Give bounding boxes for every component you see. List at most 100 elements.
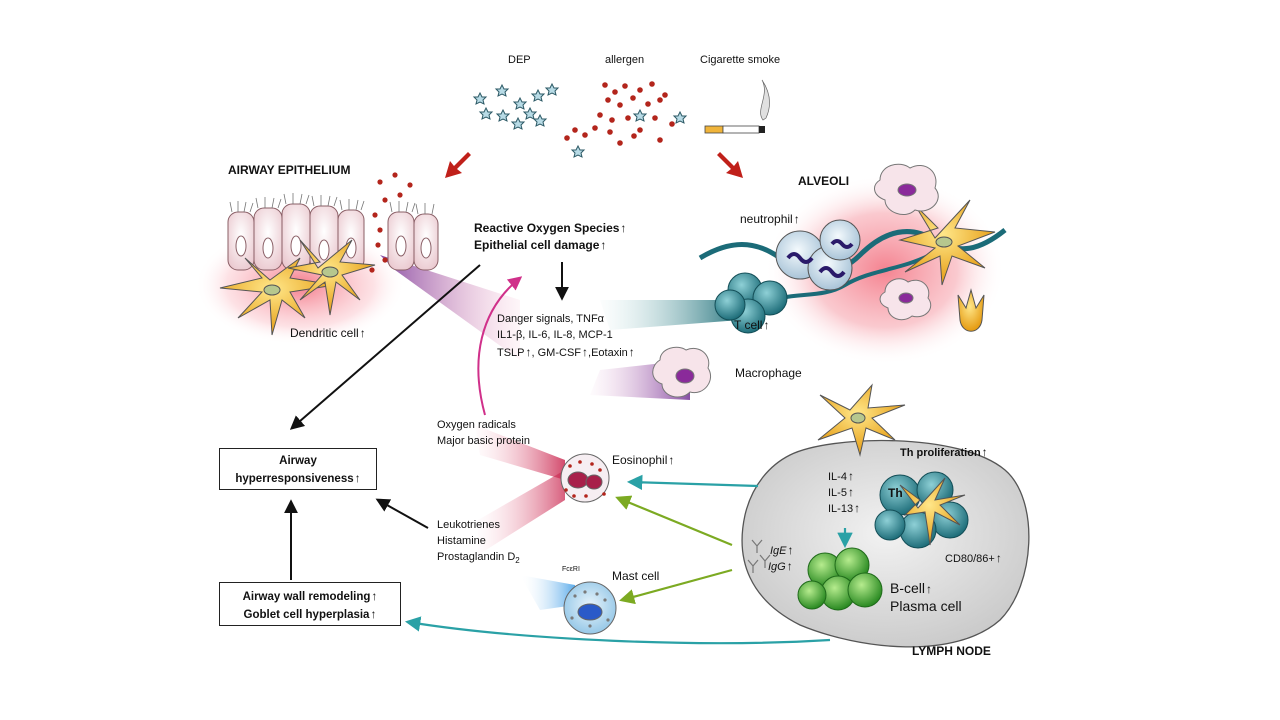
mast-cell-granules [570, 590, 610, 628]
th-proliferation-label: Th proliferation [900, 445, 988, 461]
dendritic-text: Dendritic cell [290, 326, 359, 340]
allergen-particles [564, 81, 675, 146]
particles-entering-airway [369, 172, 413, 273]
macrophage-cell [652, 346, 712, 398]
epithelium-signal-beam [380, 255, 520, 360]
prostaglandin-label: Prostaglandin D2 [437, 551, 520, 566]
lymph-dendritic-cell [817, 383, 906, 457]
green-arrows [615, 495, 733, 605]
b-cell-label: B-cell [890, 580, 932, 598]
macrophage-label: Macrophage [735, 366, 802, 380]
alveoli-title: ALVEOLI [798, 174, 850, 188]
oxygen-radicals-label: Oxygen radicals [437, 419, 516, 431]
danger-signals-line3: TSLP , GM-CSF ,Eotaxin [497, 345, 635, 361]
eosinophil-text: Eosinophil [612, 453, 668, 467]
damage-text: Epithelial cell damage [474, 238, 600, 252]
igg-label: IgG [768, 559, 793, 575]
remodel-line2: Goblet cell hyperplasia [226, 606, 394, 624]
magenta-feedback-arrow [477, 276, 523, 416]
lymph-node-title: LYMPH NODE [912, 644, 991, 658]
up-arrow-icon [847, 487, 854, 499]
plasma-cell-label: Plasma cell [890, 598, 962, 614]
alveolar-macrophages [874, 163, 939, 321]
up-arrow-icon [599, 238, 606, 252]
up-arrow-icon [786, 561, 793, 573]
epithelial-damage-label: Epithelial cell damage [474, 238, 606, 253]
th-label: Th [888, 486, 903, 500]
tslp-text: TSLP [497, 347, 525, 359]
prostaglandin-text: Prostaglandin D [437, 551, 516, 563]
il5-label: IL-5 [828, 485, 854, 501]
t-cells [714, 272, 788, 334]
igg-text: IgG [768, 561, 786, 573]
leukotrienes-label: Leukotrienes [437, 519, 500, 531]
up-arrow-icon [847, 471, 854, 483]
up-arrow-icon [581, 347, 588, 359]
b-cell-cluster [797, 547, 883, 611]
airway-remodeling-box: Airway wall remodeling Goblet cell hyper… [219, 582, 401, 626]
il13-text: IL-13 [828, 503, 854, 515]
major-basic-protein-label: Major basic protein [437, 435, 530, 447]
gmcsf-text: , GM-CSF [531, 347, 582, 359]
mast-cell-beam [520, 575, 575, 610]
eosinophil-granules [564, 460, 606, 498]
ahr-line2: hyperresponsiveness [226, 470, 370, 488]
teal-arrows [404, 474, 853, 645]
ahr-text: hyperresponsiveness [235, 472, 354, 485]
eosinophil-label: Eosinophil [612, 453, 674, 468]
cigarette-icon [704, 79, 770, 134]
up-arrow-icon [995, 553, 1002, 565]
airway-hyperresponsiveness-box: Airway hyperresponsiveness [219, 448, 377, 490]
up-arrow-icon [369, 609, 376, 621]
neutrophil-text: neutrophil [740, 212, 793, 226]
cd80-text: CD80/86+ [945, 553, 995, 565]
tcell-signal-beam [600, 300, 740, 330]
neutrophils [775, 219, 861, 291]
eotaxin-text: ,Eotaxin [588, 347, 628, 359]
histamine-label: Histamine [437, 535, 486, 547]
up-arrow-icon [793, 212, 800, 226]
prostaglandin-subscript: 2 [515, 556, 520, 566]
ros-label: Reactive Oxygen Species [474, 221, 626, 236]
il4-label: IL-4 [828, 469, 854, 485]
cigarette-smoke-label: Cigarette smoke [700, 54, 781, 66]
up-arrow-icon [787, 545, 794, 557]
up-arrow-icon [370, 591, 377, 603]
ros-text: Reactive Oxygen Species [474, 221, 620, 235]
ige-text: IgE [770, 545, 787, 557]
eosinophil-leuko-beam [478, 470, 565, 555]
up-arrow-icon [525, 347, 532, 359]
ige-label: IgE [770, 543, 794, 559]
eosinophil-mediator-beam [475, 425, 565, 480]
up-arrow-icon [853, 503, 860, 515]
dendritic-cells [219, 239, 376, 336]
mast-cell-label: Mast cell [612, 569, 660, 583]
red-arrows [445, 152, 743, 178]
danger-signals-line1: Danger signals, TNFα [497, 313, 605, 325]
black-arrows [284, 262, 569, 580]
t-cell-text: T cell [734, 318, 763, 332]
allergen-label: allergen [605, 54, 645, 66]
cd80-label: CD80/86+ [945, 551, 1002, 567]
up-arrow-icon [667, 453, 674, 467]
mast-cell [563, 581, 617, 635]
up-arrow-icon [762, 318, 769, 332]
fceri-label: FcεRI [562, 566, 580, 573]
antibody-icons [747, 539, 771, 573]
up-arrow-icon [359, 326, 366, 340]
alveolar-dendritic-cell [898, 199, 996, 286]
dendritic-cell-label: Dendritic cell [290, 326, 366, 341]
up-arrow-icon [981, 447, 988, 459]
remodel-line1: Airway wall remodeling [226, 588, 394, 606]
airway-epithelium-title: AIRWAY EPITHELIUM [228, 163, 351, 177]
ahr-line1: Airway [279, 455, 317, 467]
up-arrow-icon [628, 347, 635, 359]
epithelial-cilia [229, 193, 435, 215]
il5-text: IL-5 [828, 487, 847, 499]
up-arrow-icon [925, 580, 932, 596]
alveolar-epithelial-cell [957, 288, 985, 332]
th-proliferation-text: Th proliferation [900, 447, 981, 459]
goblet-text: Goblet cell hyperplasia [243, 608, 370, 621]
